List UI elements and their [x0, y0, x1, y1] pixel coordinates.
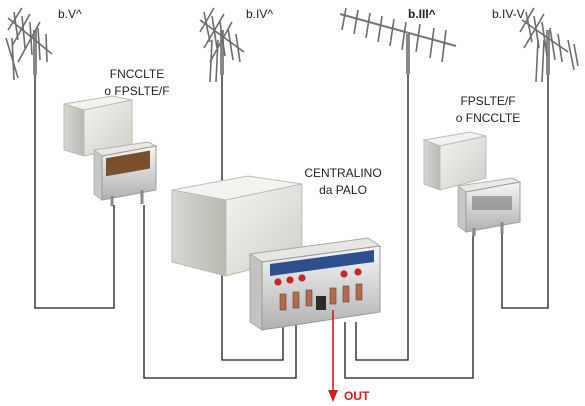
amplifier-label-line1: CENTRALINO	[304, 166, 382, 180]
left-filter-label-line2: o FPSLTE/F	[104, 84, 170, 98]
cable-bivv-to-right-filter	[501, 70, 549, 309]
antenna-biii-label: b.III^	[408, 7, 436, 21]
antenna-bv	[5, 7, 53, 81]
cable-biii-to-amplifier	[355, 70, 409, 361]
left-filter-label: FNCCLTE o FPSLTE/F	[102, 67, 172, 98]
antenna-biv	[199, 7, 245, 83]
left-filter-device	[63, 95, 158, 206]
output-arrow	[328, 310, 338, 402]
amplifier-label: CENTRALINO da PALO	[298, 166, 388, 197]
antenna-bivv	[519, 7, 579, 83]
right-filter-label-line2: o FNCCLTE	[455, 111, 521, 125]
right-filter-label-line1: FPSLTE/F	[460, 94, 516, 108]
mast-amplifier-device	[171, 175, 382, 331]
amplifier-label-line2: da PALO	[319, 183, 367, 197]
cable-bv-to-left-filter	[34, 72, 115, 309]
antenna-biii	[339, 7, 457, 74]
cable-right-filter-to-amplifier	[344, 228, 474, 379]
antenna-biv-label: b.IV^	[246, 7, 273, 21]
right-filter-device	[422, 131, 522, 236]
right-filter-label: FPSLTE/F o FNCCLTE	[448, 94, 528, 125]
cable-left-filter-to-amplifier	[143, 205, 297, 379]
antenna-bv-label: b.V^	[58, 7, 82, 21]
left-filter-label-line1: FNCCLTE	[109, 67, 165, 81]
output-label: OUT	[344, 389, 370, 403]
antenna-bivv-label: b.IV-V	[492, 7, 525, 21]
